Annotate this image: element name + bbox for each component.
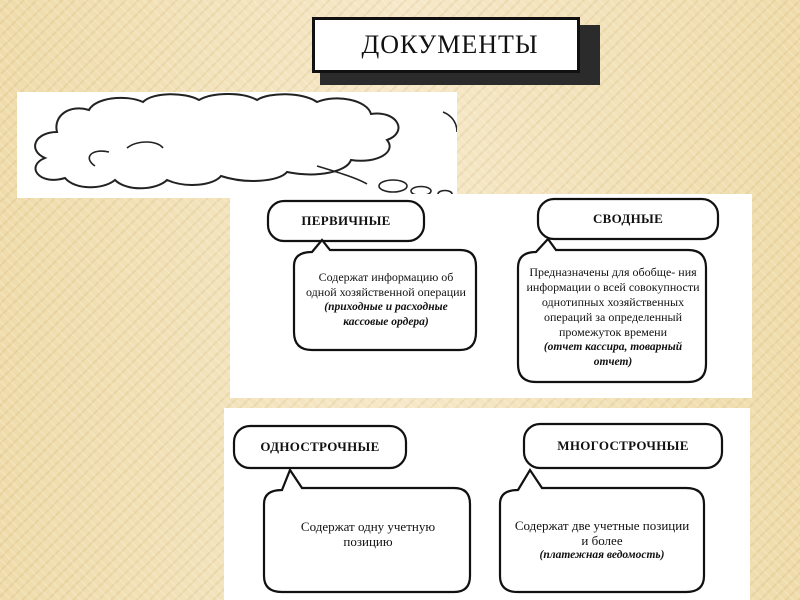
primary-description: Содержат информацию об одной хозяйственн… [306,270,466,299]
title-frame: ДОКУМЕНТЫ [312,17,600,85]
heading-summary: СВОДНЫЕ [592,211,664,226]
thought-cloud-icon [34,93,457,198]
page-title: ДОКУМЕНТЫ [361,30,539,59]
bubble-summary: Предназначены для обобще- ния информации… [526,256,700,378]
heading-single-line: ОДНОСТРОЧНЫЕ [260,439,380,454]
panel-single-multi-line: ОДНОСТРОЧНЫЕ МНОГОСТРОЧНЫЕ Содержат одну… [224,408,750,600]
panel-primary-summary: ПЕРВИЧНЫЕ СВОДНЫЕ Содержат информацию об… [230,194,752,398]
panel-2-shapes [232,422,724,594]
bubble-primary: Содержат информацию об одной хозяйственн… [304,256,468,344]
summary-example: (отчет кассира, товарный отчет) [543,340,683,368]
primary-example: (приходные и расходные кассовые ордера) [324,301,448,328]
panel-1-shapes [266,197,720,384]
summary-description: Предназначены для обобще- ния информации… [526,264,700,339]
single-line-description: Содержат одну учетную позицию [300,519,436,549]
multi-line-description: Содержат две учетные позиции и более [514,517,690,548]
heading-primary: ПЕРВИЧНЫЕ [301,213,391,228]
multi-line-example: (платежная ведомость) [539,548,665,561]
thought-cloud-panel [17,92,457,198]
bubble-multi-line: Содержат две учетные позиции и более (пл… [514,498,690,582]
bubble-single-line: Содержат одну учетную позицию [280,504,456,564]
heading-multi-line: МНОГОСТРОЧНЫЕ [557,438,689,453]
title-box: ДОКУМЕНТЫ [312,17,580,73]
